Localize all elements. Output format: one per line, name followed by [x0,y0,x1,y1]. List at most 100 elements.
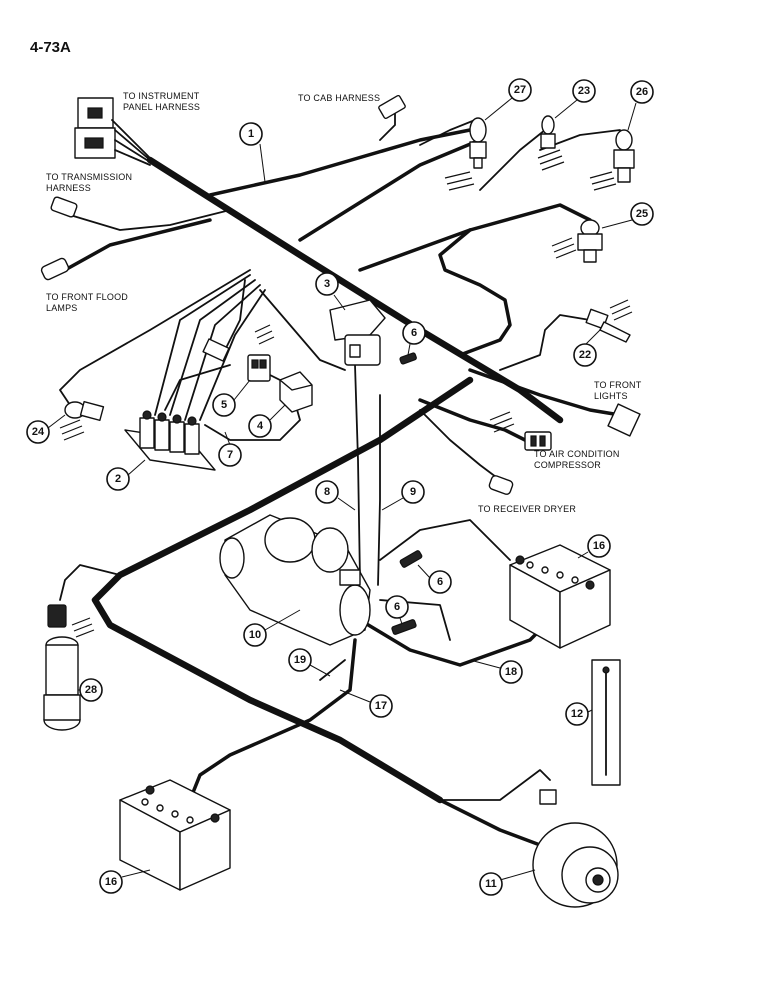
harness-wires [59,109,622,847]
solenoid-3 [329,299,386,366]
svg-text:11: 11 [485,878,497,890]
relay-wire [224,279,246,351]
svg-text:7: 7 [227,449,233,461]
battery-cable-17 [188,638,357,802]
loop-wire-25 [438,228,512,357]
svg-text:24: 24 [32,426,45,438]
connector-5 [202,324,275,382]
terminal-wire-d [199,289,266,421]
ground-screw-6-middle [399,550,423,568]
svg-text:5: 5 [221,399,227,411]
callout-3: 3 [315,272,339,296]
svg-text:22: 22 [579,349,591,361]
cab-harness-wire [208,128,472,197]
front-lights-connector [607,403,641,437]
battery-16-right [509,544,611,649]
svg-text:6: 6 [411,327,417,339]
svg-text:6: 6 [437,576,443,588]
callout-22: 22 [573,343,597,367]
svg-text:1: 1 [248,128,254,140]
svg-text:23: 23 [578,85,590,97]
sensor-23-wire [479,129,546,191]
callout-16-left: 16 [99,870,123,894]
cab-harness-connector [378,94,406,120]
svg-text:6: 6 [394,601,400,613]
lower-main-wire [91,376,474,804]
relay-loop-wire [164,364,231,411]
sensor-27 [444,117,487,191]
sensor-22-wire [499,314,591,371]
callout-18: 18 [499,660,523,684]
receiver-dryer-connector [488,475,514,495]
svg-text:12: 12 [571,708,583,720]
label-air-condition-2: COMPRESSOR [534,460,601,470]
callout-28: 28 [79,678,103,702]
wire-8 [354,364,361,581]
svg-text:26: 26 [636,86,648,98]
svg-text:25: 25 [636,208,648,220]
svg-text:28: 28 [85,684,97,696]
callout-6-middle: 6 [428,570,452,594]
sensor-28 [43,604,95,731]
label-flood-lamps-2: LAMPS [46,303,78,313]
callout-6-lower: 6 [385,595,409,619]
svg-text:9: 9 [410,486,416,498]
sensor-24 [59,400,105,441]
callout-17: 17 [369,694,393,718]
alternator-11 [532,789,619,908]
front-lights-wire [468,368,622,417]
sensor-23 [537,115,565,171]
sensor-27-wire [419,119,476,146]
label-flood-lamps-1: TO FRONT FLOOD [46,292,128,302]
callout-25: 25 [630,202,654,226]
callout-9: 9 [401,480,425,504]
terminal-block-2 [124,410,216,471]
svg-text:16: 16 [105,876,117,888]
alternator-lead-wire [439,769,551,801]
relay-4 [279,371,313,413]
flood-lamp-wire [63,218,212,272]
label-air-condition-1: TO AIR CONDITION [534,449,620,459]
battery-cable-top [379,519,511,561]
battery-cable-19 [319,659,346,681]
callout-11: 11 [479,872,503,896]
cab-connector-wire [379,109,396,141]
label-receiver-dryer: TO RECEIVER DRYER [478,504,576,514]
upper-branch-wire [298,138,482,242]
label-instrument-panel-2: PANEL HARNESS [123,102,200,112]
svg-text:2: 2 [115,473,121,485]
ground-screw-6-lower [391,619,417,635]
alternator-branch-wire [438,798,542,847]
label-transmission-2: HARNESS [46,183,91,193]
svg-text:27: 27 [514,84,526,96]
svg-text:3: 3 [324,278,330,290]
sensor-25-wire [358,203,592,272]
svg-text:16: 16 [593,540,605,552]
wire-9 [377,394,381,586]
callout-8: 8 [315,480,339,504]
sensor-24-wire [59,269,251,406]
starter-motor-10 [219,514,371,646]
svg-text:17: 17 [375,700,387,712]
callout-27: 27 [508,78,532,102]
receiver-dryer-wire [419,409,501,481]
callout-7: 7 [218,443,242,467]
ac-compressor-wire [418,398,527,442]
label-front-lights-1: TO FRONT [594,380,642,390]
label-transmission-1: TO TRANSMISSION [46,172,132,182]
label-cab-harness: TO CAB HARNESS [298,93,380,103]
svg-text:19: 19 [294,654,306,666]
callout-2: 2 [106,467,130,491]
sensor-22 [585,299,633,343]
label-front-lights-2: LIGHTS [594,391,628,401]
svg-text:4: 4 [257,420,264,432]
terminal-wire-a [154,274,251,416]
svg-text:18: 18 [505,666,517,678]
label-instrument-panel-1: TO INSTRUMENT [123,91,200,101]
callout-5: 5 [212,393,236,417]
callout-6-upper: 6 [402,321,426,345]
transmission-connector [50,196,78,218]
instrument-panel-connector [74,97,151,166]
callout-10: 10 [243,623,267,647]
